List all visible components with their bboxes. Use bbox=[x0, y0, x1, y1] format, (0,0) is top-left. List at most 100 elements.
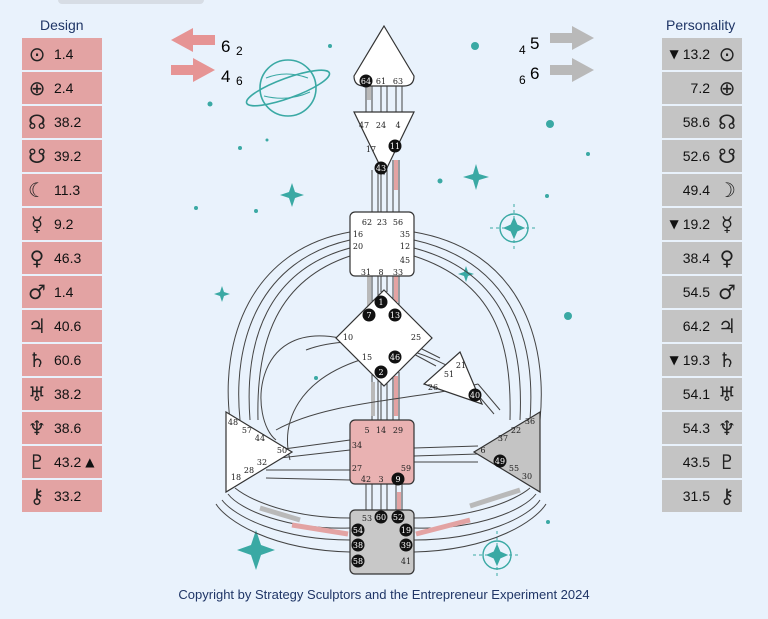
g-center bbox=[335, 289, 433, 387]
gate-35-label: 35 bbox=[400, 230, 410, 239]
gate-34-label: 34 bbox=[352, 441, 362, 450]
gate-16-label: 16 bbox=[353, 230, 363, 239]
gate-63-label: 63 bbox=[393, 77, 403, 86]
gate-6-label: 6 bbox=[480, 446, 485, 455]
personality-value-saturn: 19.3 bbox=[682, 352, 710, 368]
gate-24-label: 24 bbox=[376, 121, 386, 130]
gate-7-label: 7 bbox=[366, 311, 371, 320]
gate-60-label: 60 bbox=[376, 513, 386, 522]
gate-40-dot bbox=[468, 388, 482, 402]
gate-52-dot bbox=[391, 510, 405, 524]
gate-62-label: 62 bbox=[362, 218, 372, 227]
design-row-earth: ⊕2.4 bbox=[22, 72, 102, 106]
personality-arrows bbox=[550, 26, 594, 82]
moon-icon: ☽ bbox=[718, 178, 736, 202]
gate-2-label: 2 bbox=[378, 368, 383, 377]
gate-12-label: 12 bbox=[400, 242, 410, 251]
gate-9-label: 9 bbox=[395, 475, 400, 484]
personality-value-mercury: 19.2 bbox=[682, 216, 710, 232]
pluto-icon: ♇ bbox=[718, 450, 736, 474]
gate-42-label: 42 bbox=[361, 475, 371, 484]
gate-37-label: 37 bbox=[498, 434, 508, 443]
gate-25-label: 25 bbox=[411, 333, 421, 342]
personality-mark-saturn: ▼ bbox=[669, 353, 679, 367]
head-center bbox=[353, 24, 415, 87]
pers-top-line: 4 bbox=[519, 43, 526, 57]
gate-58-dot bbox=[351, 554, 365, 568]
design-row-mars: ♂1.4 bbox=[22, 276, 102, 310]
throat-center bbox=[349, 211, 415, 277]
personality-value-sun: 13.2 bbox=[682, 46, 710, 62]
gate-29-label: 29 bbox=[393, 426, 403, 435]
gate-13-dot bbox=[388, 308, 402, 322]
personality-row-saturn: ▼19.3♄ bbox=[662, 344, 742, 378]
gate-3-label: 3 bbox=[378, 475, 383, 484]
personality-row-mars: 54.5 ♂ bbox=[662, 276, 742, 310]
uranus-icon: ♅ bbox=[718, 382, 736, 406]
gate-64-dot bbox=[359, 74, 373, 88]
personality-row-mercury: ▼19.2☿ bbox=[662, 208, 742, 242]
mars-icon: ♂ bbox=[718, 280, 736, 304]
design-row-pluto: ♇43.2▲ bbox=[22, 446, 102, 480]
gate-4-label: 4 bbox=[395, 121, 400, 130]
design-value-chiron: 33.2 bbox=[54, 488, 82, 504]
personality-row-jupiter: 64.2♃ bbox=[662, 310, 742, 344]
gate-7-dot bbox=[362, 308, 376, 322]
personality-value-uranus: 54.1 bbox=[682, 386, 710, 402]
sacral-root-channels bbox=[365, 484, 403, 510]
gate-19-label: 19 bbox=[401, 526, 411, 535]
gate-46-label: 46 bbox=[390, 353, 400, 362]
design-bottom-arrow bbox=[171, 58, 215, 82]
sparkle-decoration bbox=[214, 164, 489, 570]
gate-49-dot bbox=[493, 454, 507, 468]
gate-58-label: 58 bbox=[353, 557, 363, 566]
personality-column: ▼13.2⊙7.2⊕58.6☊52.6☋49.4☽▼19.2☿38.4♀54.5… bbox=[662, 38, 742, 514]
gate-50-label: 50 bbox=[277, 446, 287, 455]
design-top-gate: 6 bbox=[221, 37, 230, 56]
throat-spleen-arcs bbox=[227, 231, 351, 421]
gate-53-label: 53 bbox=[362, 514, 372, 523]
personality-mark-mercury: ▼ bbox=[669, 217, 679, 231]
gate-32-label: 32 bbox=[257, 458, 267, 467]
pers-bottom-line: 6 bbox=[519, 73, 526, 87]
earth-icon: ⊕ bbox=[718, 76, 736, 100]
gate-20-label: 20 bbox=[353, 242, 363, 251]
personality-top-arrow bbox=[550, 26, 594, 50]
design-value-earth: 2.4 bbox=[54, 80, 74, 96]
ajna-throat-channels bbox=[371, 160, 400, 214]
chiron-icon: ⚷ bbox=[719, 484, 735, 508]
gate-48-label: 48 bbox=[228, 418, 238, 427]
south-node-icon: ☋ bbox=[718, 144, 736, 168]
personality-value-moon: 49.4 bbox=[682, 182, 710, 198]
south-node-icon: ☋ bbox=[28, 144, 46, 168]
gate-46-dot bbox=[388, 350, 402, 364]
personality-value-mars: 54.5 bbox=[682, 284, 710, 300]
venus-icon: ♀ bbox=[29, 246, 45, 270]
pers-bottom-gate: 6 bbox=[530, 64, 539, 83]
personality-value-north-node: 58.6 bbox=[682, 114, 710, 130]
personality-row-uranus: 54.1 ♅ bbox=[662, 378, 742, 412]
mercury-icon: ☿ bbox=[30, 212, 44, 236]
design-row-venus: ♀46.3 bbox=[22, 242, 102, 276]
mars-icon: ♂ bbox=[28, 280, 46, 304]
personality-value-earth: 7.2 bbox=[690, 80, 710, 96]
gate-27-label: 27 bbox=[352, 464, 362, 473]
design-row-chiron: ⚷33.2 bbox=[22, 480, 102, 514]
personality-row-south-node: 52.6 ☋ bbox=[662, 140, 742, 174]
design-value-south-node: 39.2 bbox=[54, 148, 82, 164]
gate-60-dot bbox=[374, 510, 388, 524]
design-value-neptune: 38.6 bbox=[54, 420, 82, 436]
root-side-channels bbox=[215, 487, 547, 553]
throat-solar-arcs bbox=[413, 231, 542, 421]
saturn-planet-decoration bbox=[245, 59, 331, 117]
personality-value-south-node: 52.6 bbox=[682, 148, 710, 164]
design-value-mercury: 9.2 bbox=[54, 216, 74, 232]
sacral-center bbox=[349, 419, 415, 485]
design-bottom-line: 6 bbox=[236, 74, 243, 88]
gate-18-label: 18 bbox=[231, 473, 241, 482]
gate-36-label: 36 bbox=[525, 417, 535, 426]
gate-64-label: 64 bbox=[361, 77, 371, 86]
spleen-center bbox=[225, 410, 294, 494]
